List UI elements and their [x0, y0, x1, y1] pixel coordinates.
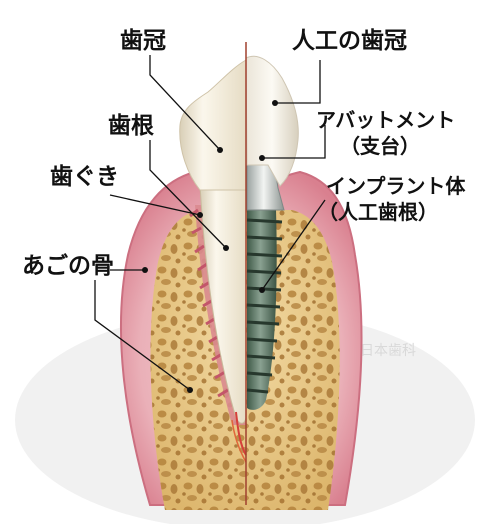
implant-body — [247, 210, 277, 410]
label-implant-sub: （人工歯根） — [318, 200, 438, 224]
label-root: 歯根 — [108, 113, 154, 139]
natural-tooth-root — [199, 184, 247, 424]
label-abutment: アバットメント — [316, 108, 456, 132]
natural-tooth-crown — [179, 59, 247, 191]
leader-lines — [94, 55, 326, 391]
label-implant-body: インプラント体 — [326, 174, 466, 198]
artificial-crown — [245, 55, 299, 187]
implant-threads — [246, 218, 283, 394]
label-jawbone: あごの骨 — [22, 253, 114, 279]
leader-dots — [142, 100, 278, 393]
label-gum: 歯ぐき — [50, 164, 119, 190]
label-abutment-sub: （支台） — [340, 134, 420, 158]
label-artificial-crown: 人工の歯冠 — [292, 28, 407, 54]
ligament-fibers — [189, 208, 229, 398]
watermark: 日本歯科 — [360, 343, 416, 359]
label-crown: 歯冠 — [120, 28, 166, 54]
